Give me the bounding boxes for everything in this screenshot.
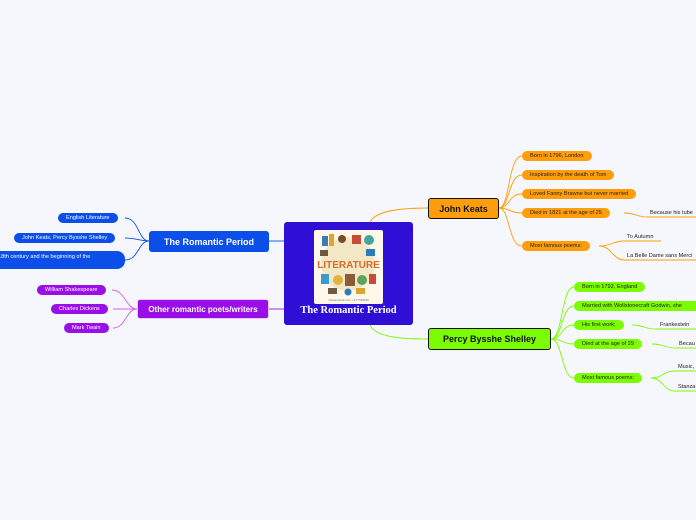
shelley-first-work[interactable]: His first work: <box>574 320 624 330</box>
shelley-poem-stanza[interactable]: Stanza <box>678 384 695 390</box>
shelley-died[interactable]: Died at the age of 29 <box>574 339 642 349</box>
topic-percy-bysshe-shelley[interactable]: Percy Bysshe Shelley <box>428 328 551 350</box>
writer-william-shakespeare[interactable]: William Shakespeare <box>37 285 106 295</box>
writer-mark-twain[interactable]: Mark Twain <box>64 323 109 333</box>
topic-other-romantic-writers[interactable]: Other romantic poets/writers <box>137 299 269 319</box>
romantic-authors[interactable]: John Keats, Percy Bysshe Shelley <box>14 233 115 243</box>
shelley-born[interactable]: Born in 1792, England <box>574 282 645 292</box>
keats-died[interactable]: Died in 1821 at the age of 25 <box>522 208 610 218</box>
shelley-married[interactable]: Married with Wollstonecraft Godwin, she <box>574 301 696 311</box>
central-topic[interactable]: LITERATURE shutterstock.com • 677789299 … <box>284 222 413 325</box>
literature-word: LITERATURE <box>317 260 380 271</box>
keats-poem-la-belle-dame[interactable]: La Belle Dame sans Merci <box>627 253 692 259</box>
keats-died-reason[interactable]: Because his tube <box>650 210 693 216</box>
image-caption: shutterstock.com • 677789299 <box>328 298 369 302</box>
keats-famous-poems[interactable]: Most famous poems: <box>522 241 590 251</box>
topic-romantic-period[interactable]: The Romantic Period <box>149 231 269 252</box>
shelley-poem-music[interactable]: Music, <box>678 364 694 370</box>
shelley-died-reason[interactable]: Becau <box>679 341 695 347</box>
keats-poem-to-autumn[interactable]: To Autumn <box>627 234 653 240</box>
keats-inspiration[interactable]: Inspiration by the death of Tom <box>522 170 614 180</box>
romantic-time-period[interactable]: 18th century and the beginning of the <box>0 251 125 269</box>
central-topic-title: The Romantic Period <box>284 305 413 316</box>
shelley-first-work-value[interactable]: Frankestein <box>660 322 689 328</box>
keats-love[interactable]: Loved Fanny Brawne but never married <box>522 189 636 199</box>
shelley-famous-poems[interactable]: Most famous poems: <box>574 373 642 383</box>
keats-born[interactable]: Born in 1796, London <box>522 151 592 161</box>
writer-charles-dickens[interactable]: Charles Dickens <box>51 304 108 314</box>
topic-john-keats[interactable]: John Keats <box>428 198 499 219</box>
literature-illustration-image: LITERATURE shutterstock.com • 677789299 <box>314 230 383 304</box>
romantic-english-literature[interactable]: English Literature <box>58 213 118 223</box>
